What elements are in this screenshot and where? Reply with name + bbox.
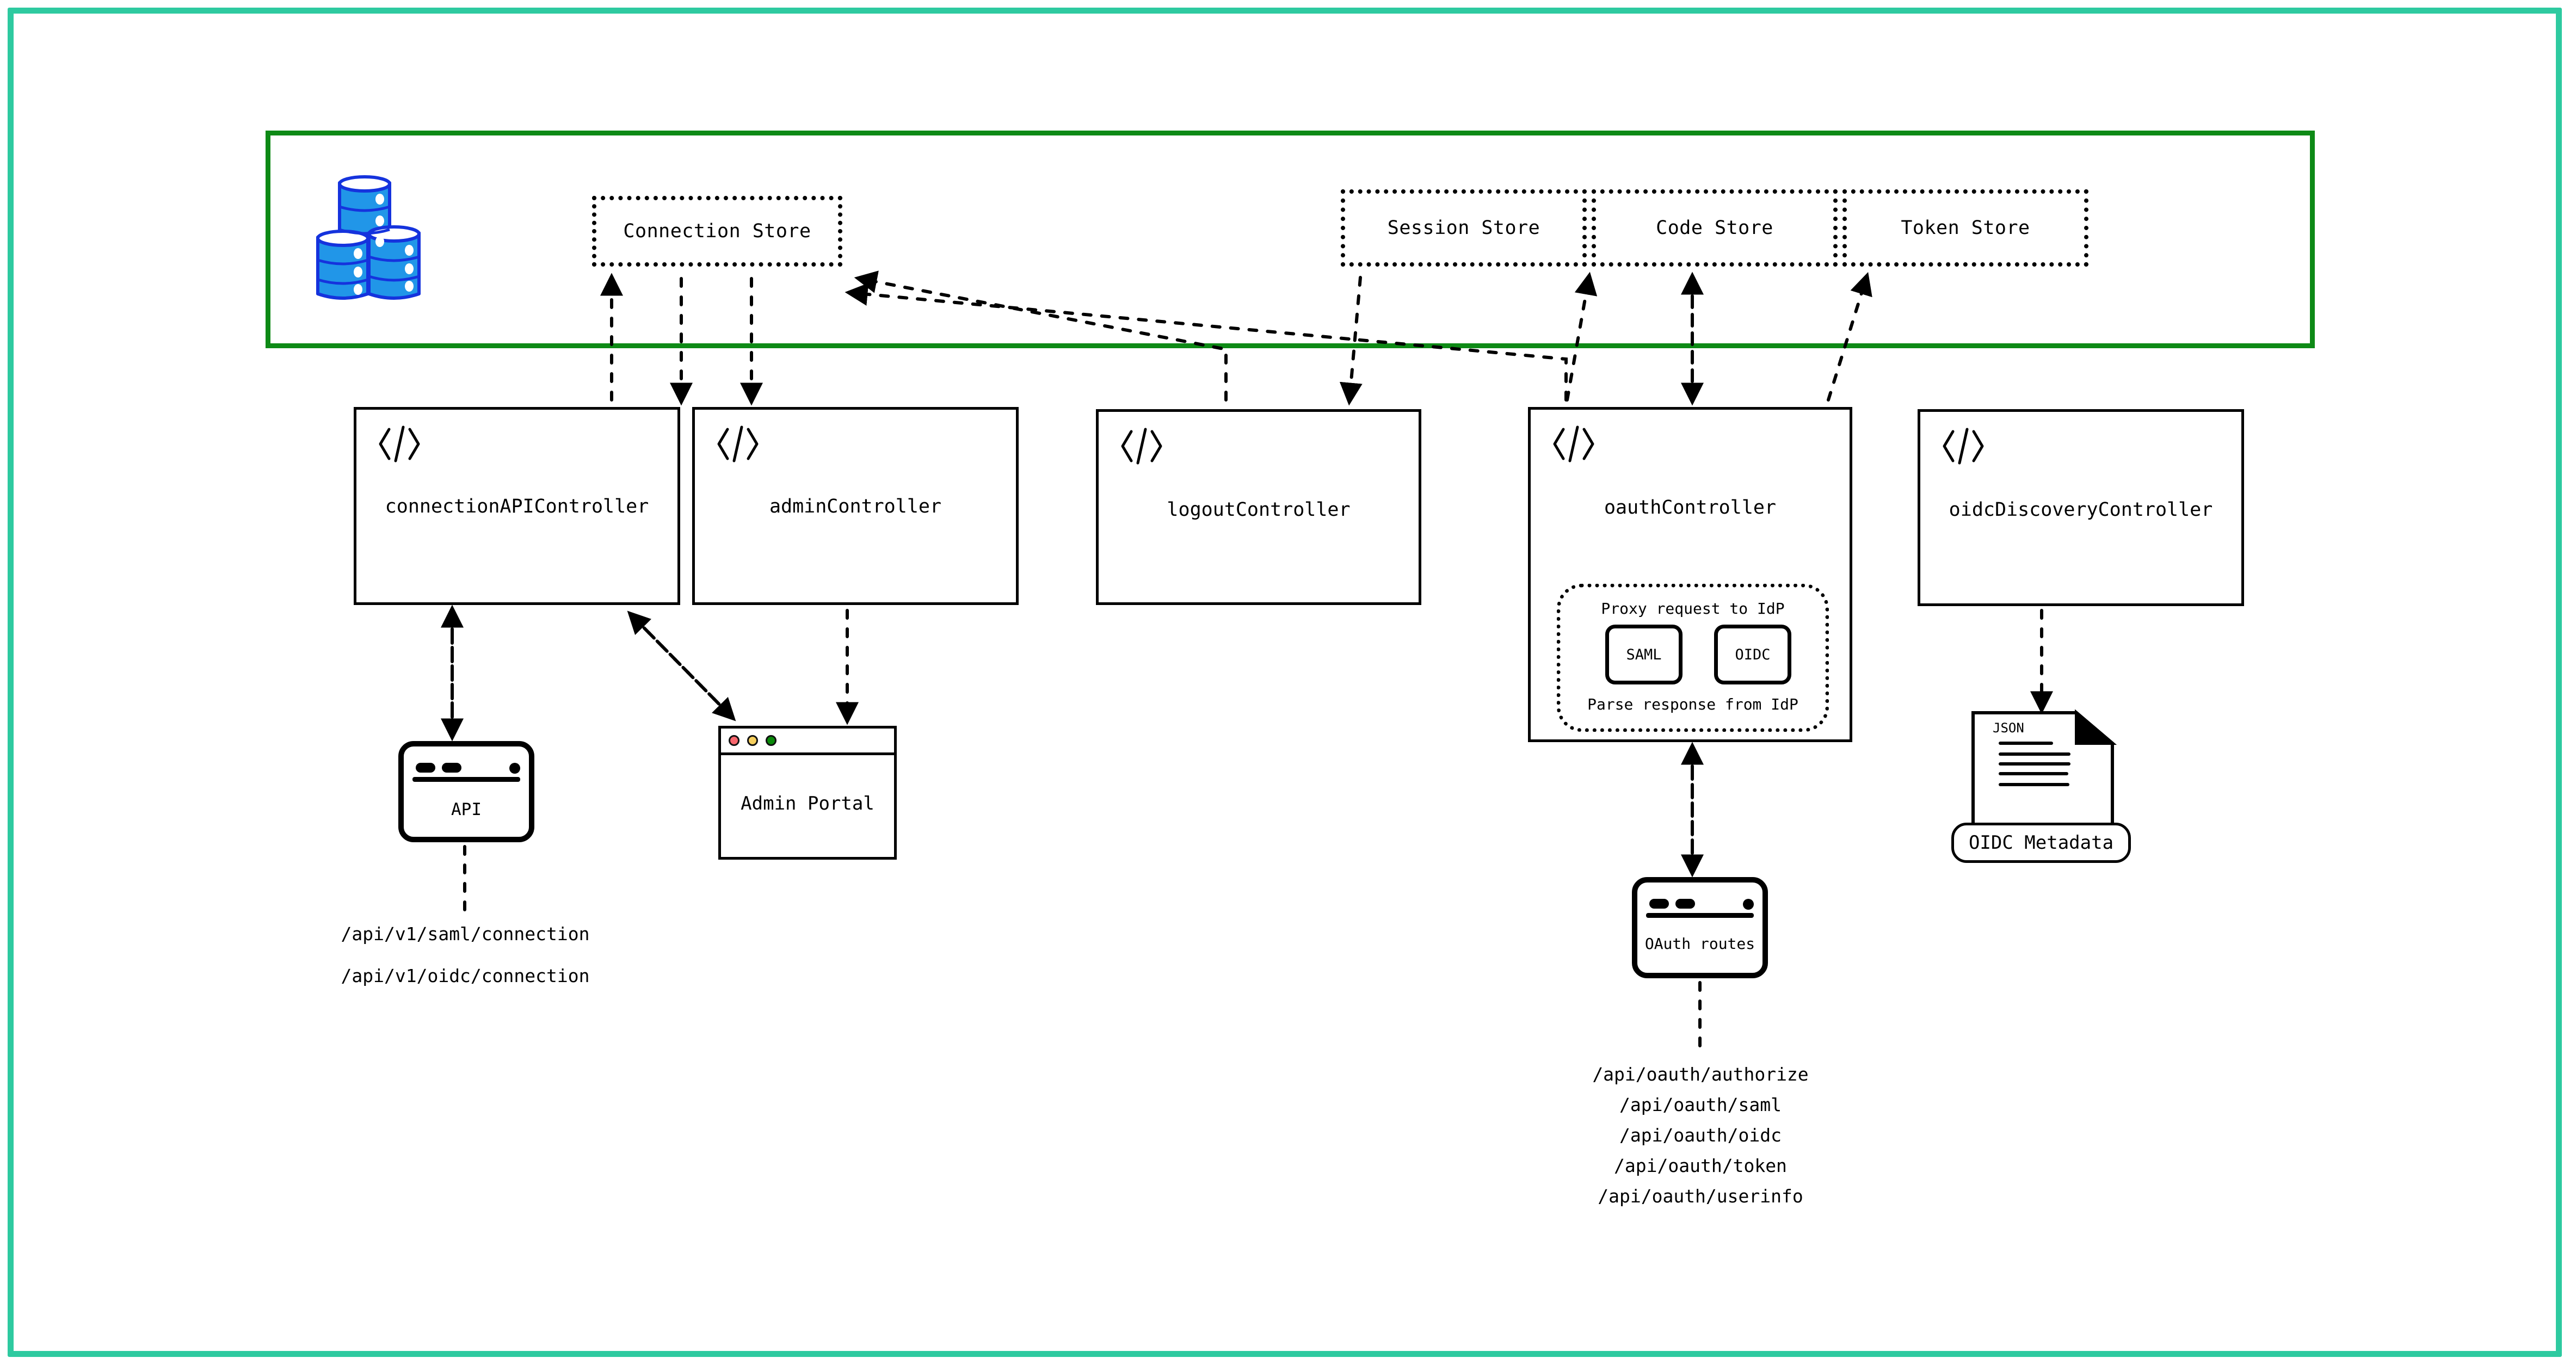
close-dot[interactable] xyxy=(729,735,739,746)
code-brackets-icon xyxy=(1117,426,1166,466)
titlebar-rule xyxy=(412,777,520,782)
idp-parse-footer: Parse response from IdP xyxy=(1587,695,1798,713)
controller-label: connectionAPIController xyxy=(385,496,649,517)
controller-box-oidcdiscovery[interactable]: oidcDiscoveryController xyxy=(1918,409,2244,606)
titlebar-rule xyxy=(1646,913,1754,918)
protocol-pill-saml[interactable]: SAML xyxy=(1605,625,1683,684)
store-box-connection[interactable]: Connection Store xyxy=(592,196,842,267)
store-label: Connection Store xyxy=(623,220,811,242)
database-stack-icon xyxy=(308,173,436,303)
titlebar-dot xyxy=(509,763,520,774)
api-titlebar xyxy=(1643,894,1757,918)
code-brackets-icon xyxy=(1939,426,1988,466)
store-box-token[interactable]: Token Store xyxy=(1842,189,2088,267)
maximize-dot[interactable] xyxy=(766,735,777,746)
oauth-routes-node[interactable]: OAuth routes xyxy=(1632,877,1768,978)
api-node-label: API xyxy=(451,800,482,819)
titlebar-pill-1 xyxy=(416,763,435,773)
store-box-session[interactable]: Session Store xyxy=(1341,189,1587,267)
store-label: Token Store xyxy=(1901,217,2030,239)
idp-proxy-title: Proxy request to IdP xyxy=(1601,600,1785,618)
api-node[interactable]: API xyxy=(398,741,534,842)
oidc-metadata-badge: OIDC Metadata xyxy=(1951,823,2131,863)
controller-label: adminController xyxy=(769,496,942,517)
store-label: Code Store xyxy=(1656,217,1773,239)
oauth-path-list: /api/oauth/authorize /api/oauth/saml /ap… xyxy=(1554,1065,1847,1205)
connection-api-path-list: /api/v1/saml/connection /api/v1/oidc/con… xyxy=(316,925,615,985)
titlebar-pill-1 xyxy=(1649,899,1669,909)
code-brackets-icon xyxy=(1549,424,1598,464)
outer-frame-border xyxy=(8,8,2562,1357)
admin-portal-label: Admin Portal xyxy=(741,793,874,814)
path-item: /api/v1/saml/connection xyxy=(341,923,590,945)
oauth-routes-label: OAuth routes xyxy=(1644,935,1755,953)
store-box-code[interactable]: Code Store xyxy=(1592,189,1838,267)
controller-box-logout[interactable]: logoutController xyxy=(1096,409,1421,605)
controller-label: oidcDiscoveryController xyxy=(1949,499,2213,521)
controller-label: oauthController xyxy=(1604,497,1777,519)
titlebar-dot xyxy=(1743,899,1754,910)
controller-label: logoutController xyxy=(1167,499,1351,521)
oidc-metadata-node[interactable]: JSON xyxy=(1969,709,2117,857)
window-titlebar xyxy=(721,729,894,755)
controller-box-admin[interactable]: adminController xyxy=(692,407,1019,605)
path-item: /api/oauth/token xyxy=(1614,1155,1787,1176)
code-brackets-icon xyxy=(713,424,762,464)
api-titlebar xyxy=(409,758,523,782)
path-item: /api/oauth/userinfo xyxy=(1598,1186,1803,1207)
path-item: /api/v1/oidc/connection xyxy=(341,965,590,986)
protocol-pill-oidc[interactable]: OIDC xyxy=(1714,625,1791,684)
minimize-dot[interactable] xyxy=(747,735,758,746)
svg-text:JSON: JSON xyxy=(1993,720,2024,736)
code-brackets-icon xyxy=(375,424,424,464)
store-label: Session Store xyxy=(1387,217,1540,239)
controller-box-connectionapi[interactable]: connectionAPIController xyxy=(354,407,680,605)
path-item: /api/oauth/saml xyxy=(1619,1094,1782,1115)
path-item: /api/oauth/oidc xyxy=(1619,1125,1782,1146)
admin-portal-node[interactable]: Admin Portal xyxy=(718,726,897,860)
controller-box-oauth[interactable]: oauthController Proxy request to IdP SAM… xyxy=(1528,407,1852,742)
path-item: /api/oauth/authorize xyxy=(1592,1064,1809,1085)
idp-proxy-group: Proxy request to IdP SAML OIDC Parse res… xyxy=(1557,584,1829,732)
titlebar-pill-2 xyxy=(442,763,461,773)
titlebar-pill-2 xyxy=(1675,899,1695,909)
